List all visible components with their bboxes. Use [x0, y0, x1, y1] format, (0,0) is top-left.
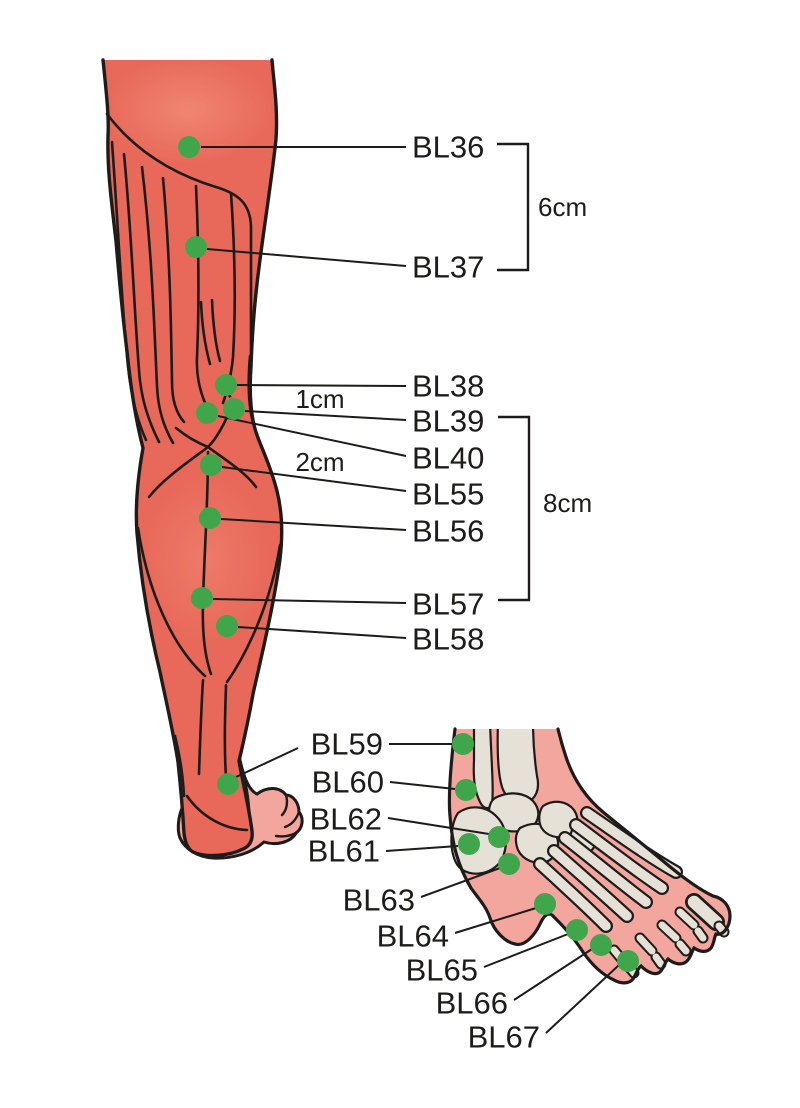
- acupoint-dot-BL63: [498, 853, 520, 875]
- leader-line-BL38: [236, 384, 407, 387]
- acupoint-label-BL61: BL61: [308, 834, 380, 869]
- acupoint-dot-BL58: [216, 615, 238, 637]
- leader-line-BL56: [220, 518, 407, 531]
- acupoint-dot-BL38: [215, 374, 237, 396]
- acupoint-label-BL55: BL55: [412, 477, 484, 512]
- acupoint-dot-BL37: [185, 236, 207, 258]
- acupoint-dot-BL55: [200, 454, 222, 476]
- achilles-tendon-lines: [197, 678, 228, 779]
- acupoint-dot-BL66: [590, 934, 612, 956]
- acupoint-label-BL58: BL58: [412, 622, 484, 657]
- acupoint-label-BL67: BL67: [468, 1020, 540, 1055]
- foot-bones: [450, 729, 730, 979]
- bracket-label-8cm: 8cm: [543, 488, 592, 518]
- acupoint-label-BL63: BL63: [343, 883, 415, 918]
- measurement-label-1cm: 1cm: [295, 384, 344, 414]
- metatarsal-bones: [533, 806, 683, 933]
- acupoint-dot-BL65: [566, 919, 588, 941]
- toe-separation-lines: [274, 793, 301, 838]
- acupoint-dot-BL59: [217, 773, 239, 795]
- leader-line-BL62: [387, 817, 490, 835]
- acupoint-label-BL65: BL65: [406, 953, 478, 988]
- acupoint-label-BL40: BL40: [412, 441, 484, 476]
- annotations-layer: BL36BL37BL38BL39BL40BL55BL56BL57BL58BL59…: [178, 130, 639, 1055]
- acupoint-label-BL37: BL37: [412, 250, 484, 285]
- acupoint-dot-BL40: [196, 402, 218, 424]
- distance-bracket-6cm: [497, 142, 530, 272]
- gastrocnemius-head-lines: [147, 445, 258, 499]
- acupoint-dot-BL60: [455, 779, 477, 801]
- leg-outline: [101, 58, 284, 858]
- leader-line-BL57: [212, 598, 407, 604]
- leader-line-BL58: [237, 626, 407, 639]
- acupoint-label-BL62: BL62: [310, 802, 382, 837]
- leader-line-BL55: [221, 466, 407, 492]
- acupoint-dot-BL39: [223, 398, 245, 420]
- acupoint-label-BL57: BL57: [412, 587, 484, 622]
- leader-line-BL40: [217, 415, 407, 457]
- acupoint-dot-BL57: [191, 587, 213, 609]
- acupoint-dot-BL61: [458, 833, 480, 855]
- leader-line-BL67: [545, 964, 620, 1034]
- acupoint-label-BL39: BL39: [412, 404, 484, 439]
- acupoint-dot-BL64: [534, 893, 556, 915]
- acupoint-label-BL36: BL36: [412, 130, 484, 165]
- leg-illustration: [101, 56, 304, 860]
- bracket-label-6cm: 6cm: [538, 192, 587, 222]
- leader-line-BL59: [235, 747, 299, 778]
- acupoint-label-BL64: BL64: [377, 919, 449, 954]
- leader-line-BL37: [206, 248, 407, 267]
- acupoint-label-BL66: BL66: [436, 986, 508, 1021]
- tibia-bone: [496, 729, 540, 804]
- acupoint-dot-BL36: [178, 136, 200, 158]
- acupoint-dot-BL56: [199, 507, 221, 529]
- acupoint-label-BL56: BL56: [412, 514, 484, 549]
- leader-line-BL39: [244, 410, 407, 421]
- acupoint-label-BL38: BL38: [412, 369, 484, 404]
- muscle-contour-lines: [105, 112, 282, 832]
- fibula-bone: [472, 729, 494, 810]
- heel-fold-line: [185, 794, 249, 832]
- foot-skin-outline: [447, 727, 732, 985]
- acupoint-dot-BL67: [617, 950, 639, 972]
- leader-line-BL64: [454, 907, 537, 934]
- gluteal-fold-line: [105, 112, 253, 374]
- leader-line-BL66: [513, 948, 593, 1001]
- measurement-label-2cm: 2cm: [295, 447, 344, 477]
- leader-line-BL63: [420, 867, 501, 898]
- leader-line-BL65: [483, 933, 569, 968]
- acupoint-dot-BL59: [452, 733, 474, 755]
- thigh-highlight: [104, 56, 272, 164]
- acupoint-label-BL59: BL59: [311, 727, 383, 762]
- leader-line-BL60: [389, 781, 456, 790]
- acupoint-dot-BL62: [488, 826, 510, 848]
- acupoint-label-BL60: BL60: [312, 765, 384, 800]
- distance-bracket-8cm: [498, 415, 531, 602]
- leader-line-BL61: [385, 845, 459, 852]
- foot-illustration: [447, 727, 732, 985]
